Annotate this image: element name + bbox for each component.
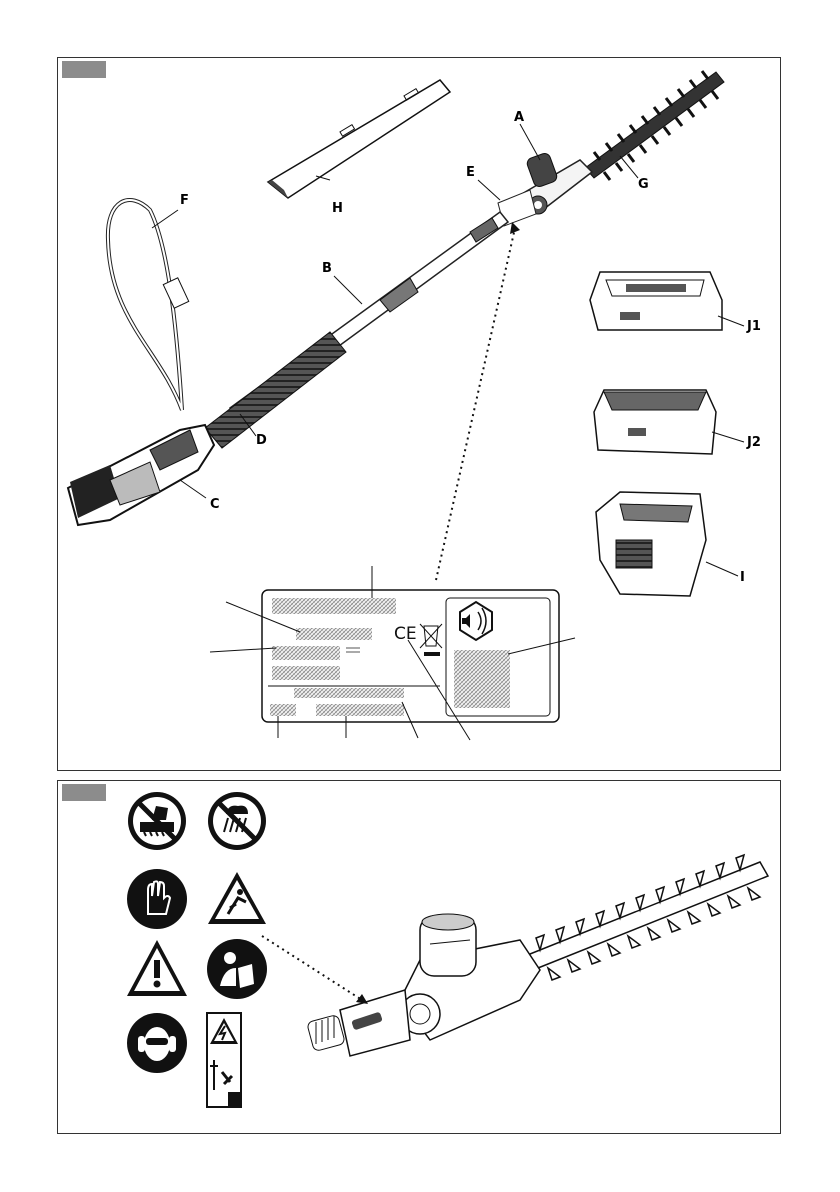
motor-housing-closeup	[307, 914, 540, 1056]
symbol-pointer	[262, 936, 362, 1000]
hedge-blade-closeup	[520, 855, 768, 980]
